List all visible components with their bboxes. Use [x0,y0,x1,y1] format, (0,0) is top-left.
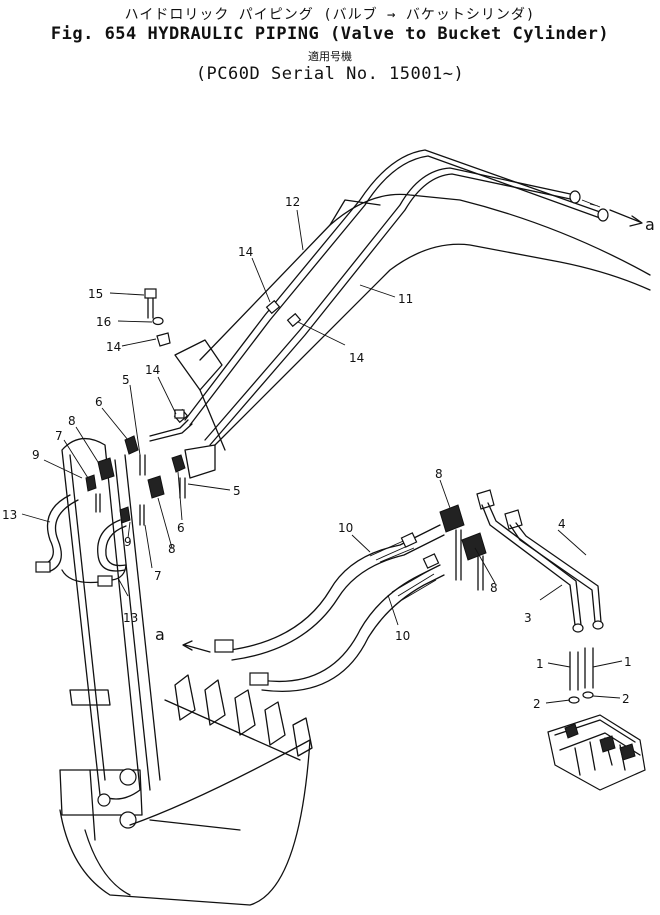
callout-8-valve-lower: 8 [490,581,498,595]
callout-13-left: 13 [2,508,17,522]
callout-12: 12 [285,195,300,209]
callout-15: 15 [88,287,103,301]
callout-1-left: 1 [536,657,544,671]
washer-16 [152,316,164,326]
callout-6-upper: 6 [95,395,103,409]
callout-8-upper: 8 [68,414,76,428]
callout-5-lower: 5 [233,484,241,498]
callout-14-clamp: 14 [349,351,364,365]
leader-lines [21,209,623,704]
serial-number-range: (PC60D Serial No. 15001~) [195,64,465,84]
callout-4: 4 [558,517,566,531]
arrow-a-lower [182,640,211,653]
callout-9-upper: 9 [32,448,40,462]
callout-14-upper: 14 [238,245,253,259]
callout-9-lower: 9 [124,535,132,549]
japanese-serial-label: 適用号機 [308,50,352,63]
arrow-label-a-lower: a [155,625,165,644]
callout-2-right: 2 [622,692,630,706]
cylinder-fittings [85,409,193,526]
bucket [59,674,313,906]
callout-14-tube: 14 [145,363,160,377]
callout-13-right: 13 [123,611,138,625]
pipes-3-4 [481,502,604,633]
pipe-12 [184,149,601,426]
bucket-cylinder-and-linkage [59,438,161,841]
callout-10-upper: 10 [338,521,353,535]
callout-8-lower: 8 [168,542,176,556]
callout-1-right: 1 [624,655,632,669]
control-valve [547,647,646,791]
callout-10-lower: 10 [395,629,410,643]
callout-6-lower: 6 [177,521,185,535]
callout-7-lower: 7 [154,569,162,583]
hose-10-lower [249,553,445,692]
callout-11: 11 [398,292,413,306]
hose-10-upper [214,524,445,661]
callout-8-valve-upper: 8 [435,467,443,481]
bolt-15 [144,288,157,319]
callout-16: 16 [96,315,111,329]
arm-structure [174,193,651,479]
japanese-title: ハイドロリック パイピング (バルブ → バケットシリンダ) [124,7,536,23]
figure-title: Fig. 654 HYDRAULIC PIPING (Valve to Buck… [50,24,610,44]
pipe-clamps [156,299,302,424]
callout-3: 3 [524,611,532,625]
callout-2-left: 2 [533,697,541,711]
arrow-label-a-upper: a [645,215,655,234]
callout-5-upper: 5 [122,373,130,387]
callout-14-bracket: 14 [106,340,121,354]
pipe-end-fittings [569,190,643,227]
callout-numbers: 12 14 15 16 14 11 14 14 5 6 8 7 9 13 5 6… [2,195,632,711]
pipe-11 [204,167,576,446]
callout-7-upper: 7 [55,429,63,443]
hose-13-left [35,494,101,584]
hose-13-right [97,519,127,587]
